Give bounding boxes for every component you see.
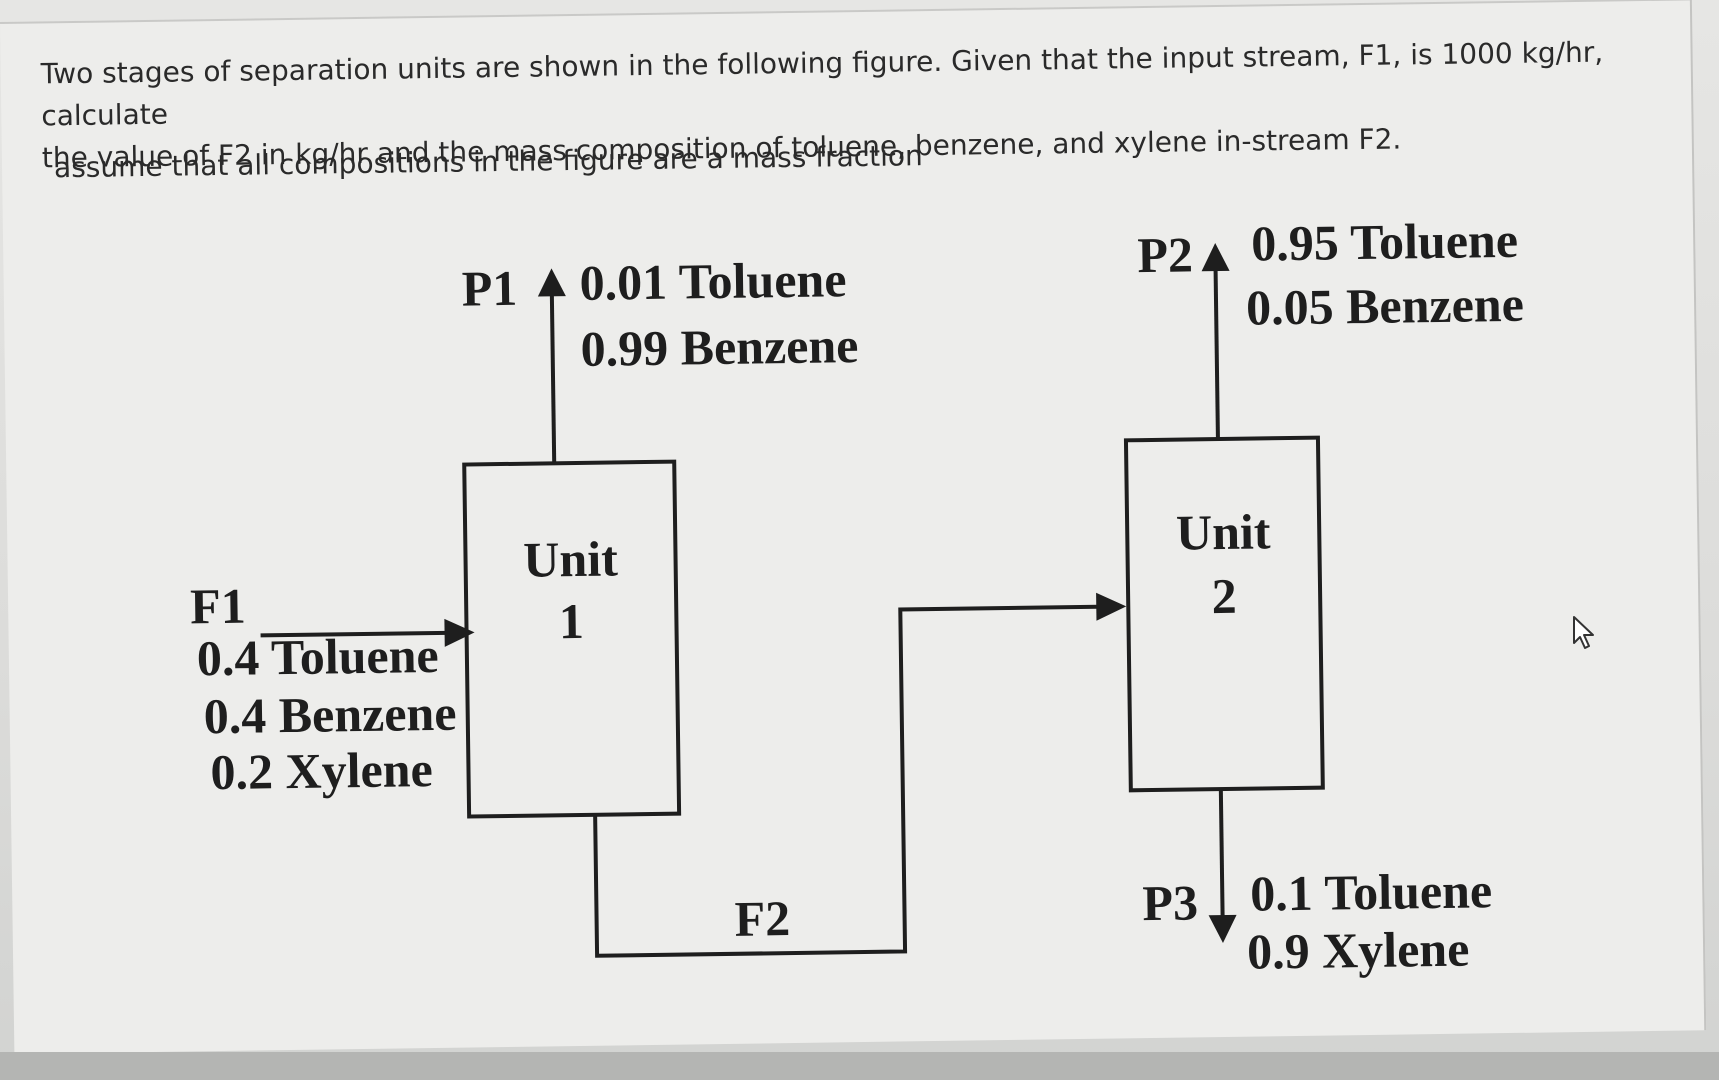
p1-comp-1: 0.01 Toluene xyxy=(579,251,847,311)
p2-comp-2: 0.05 Benzene xyxy=(1246,276,1524,336)
unit-2-number: 2 xyxy=(1211,568,1237,624)
mouse-pointer-icon xyxy=(1573,616,1594,649)
p3-comp-2: 0.9 Xylene xyxy=(1247,921,1470,980)
f1-comp-1: 0.4 Toluene xyxy=(197,627,440,686)
p2-comp-1: 0.95 Toluene xyxy=(1251,212,1519,272)
arrow-up-icon xyxy=(1201,243,1230,272)
f1-label: F1 xyxy=(190,578,246,635)
p1-label: P1 xyxy=(461,260,517,317)
p3-label: P3 xyxy=(1142,874,1198,931)
unit-2-label: Unit xyxy=(1176,503,1272,560)
unit-1-label: Unit xyxy=(523,530,619,587)
arrow-up-icon xyxy=(537,268,566,297)
stream-p1: P1 0.01 Toluene 0.99 Benzene xyxy=(461,251,859,464)
unit-1-box xyxy=(462,459,682,819)
p1-comp-2: 0.99 Benzene xyxy=(580,317,858,377)
arrow-right-icon xyxy=(444,618,475,647)
separation-diagram: Unit 1 Unit 2 F1 0.4 Toluene 0.4 Benzene… xyxy=(190,212,1524,980)
f2-label: F2 xyxy=(734,890,790,947)
stream-f1: F1 0.4 Toluene 0.4 Benzene 0.2 Xylene xyxy=(190,578,475,800)
p2-label: P2 xyxy=(1137,226,1193,283)
monitor-bezel xyxy=(0,1052,1719,1080)
unit-1-number: 1 xyxy=(559,593,585,649)
f1-comp-3: 0.2 Xylene xyxy=(210,741,433,800)
stream-p3: P3 0.1 Toluene 0.9 Xylene xyxy=(1142,789,1493,980)
unit-2-box xyxy=(1123,435,1325,793)
arrow-down-icon xyxy=(1208,914,1237,944)
question-panel: Two stages of separation units are shown… xyxy=(0,0,1707,1054)
stream-p2: P2 0.95 Toluene 0.05 Benzene xyxy=(1137,212,1524,440)
f1-comp-2: 0.4 Benzene xyxy=(203,685,456,745)
stream-f2: F2 xyxy=(593,592,1127,958)
arrow-right-icon xyxy=(1096,592,1127,621)
p3-comp-1: 0.1 Toluene xyxy=(1250,862,1493,921)
